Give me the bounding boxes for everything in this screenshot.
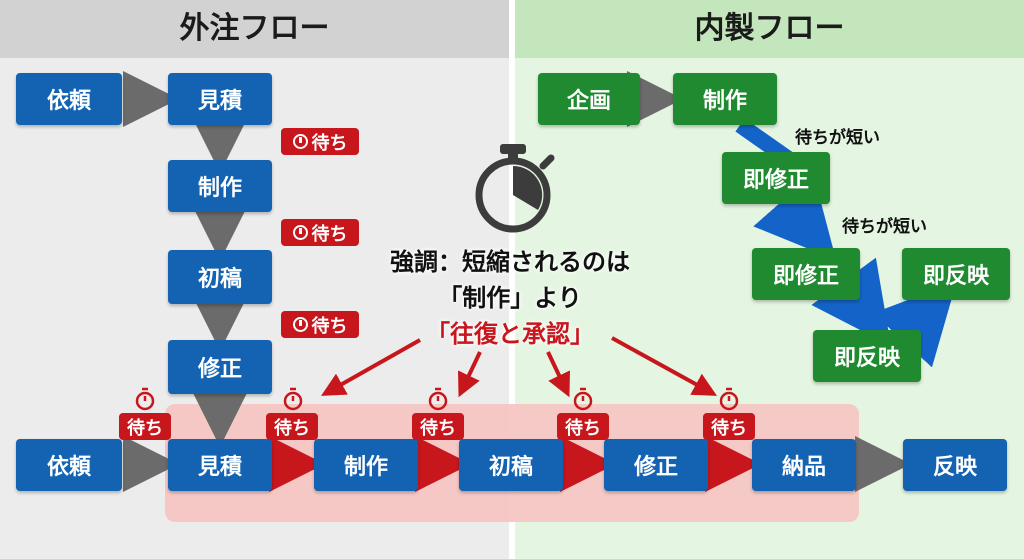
wait-tag: 待ち [281, 219, 359, 246]
wait-tag: 待ち [412, 413, 464, 440]
bottom-step-revision: 修正 [604, 439, 708, 491]
inhouse-step-planning: 企画 [538, 73, 640, 125]
wait-label: 待ち [311, 132, 348, 154]
callout-line-1: 強調：短縮されるのは [390, 248, 630, 276]
step-production: 制作 [168, 160, 272, 212]
outsourced-header: 外注フロー [0, 0, 509, 58]
short-wait-label: 待ちが短い [842, 217, 927, 237]
step-revision: 修正 [168, 340, 272, 394]
stopwatch-icon [475, 144, 555, 233]
inhouse-step-production: 制作 [673, 73, 777, 125]
bottom-step-reflect: 反映 [903, 439, 1007, 491]
step-first-draft: 初稿 [168, 250, 272, 304]
timer-icon [135, 387, 739, 411]
bottom-step-estimate: 見積 [168, 439, 272, 491]
wait-label: 待ち [311, 223, 348, 245]
bottom-step-request: 依頼 [16, 439, 122, 491]
wait-label: 待ち [311, 315, 348, 337]
step-estimate: 見積 [168, 73, 272, 125]
callout-arrow [611, 336, 718, 396]
panel-divider [509, 0, 515, 559]
bottom-step-production: 制作 [314, 439, 418, 491]
inhouse-step-quick-reflect-2: 即反映 [902, 248, 1010, 300]
callout-line-2: 「制作」より [438, 284, 582, 312]
wait-tag: 待ち [557, 413, 609, 440]
short-wait-label: 待ちが短い [795, 128, 880, 148]
wait-tag: 待ち [281, 311, 359, 338]
wait-tag: 待ち [119, 413, 171, 440]
timer-icon [292, 134, 308, 149]
callout-arrow [458, 351, 482, 398]
wait-tag: 待ち [266, 413, 318, 440]
timer-icon [292, 225, 308, 240]
inhouse-path-arrow [873, 281, 957, 368]
inhouse-path-arrow [753, 173, 837, 261]
step-request: 依頼 [16, 73, 122, 125]
callout-line-3: 「往復と承認」 [426, 320, 594, 348]
wait-tag: 待ち [703, 413, 755, 440]
inhouse-header: 内製フロー [515, 0, 1024, 58]
bottom-step-delivery: 納品 [752, 439, 856, 491]
callout-arrow [321, 338, 421, 396]
bottom-step-first-draft: 初稿 [459, 439, 563, 491]
callout-arrow [546, 351, 570, 398]
timer-icon [292, 317, 308, 332]
inhouse-step-quick-fix-2: 即修正 [752, 248, 860, 300]
inhouse-step-quick-fix: 即修正 [722, 152, 830, 204]
wait-tag: 待ち [281, 128, 359, 155]
inhouse-step-quick-reflect: 即反映 [813, 330, 921, 382]
